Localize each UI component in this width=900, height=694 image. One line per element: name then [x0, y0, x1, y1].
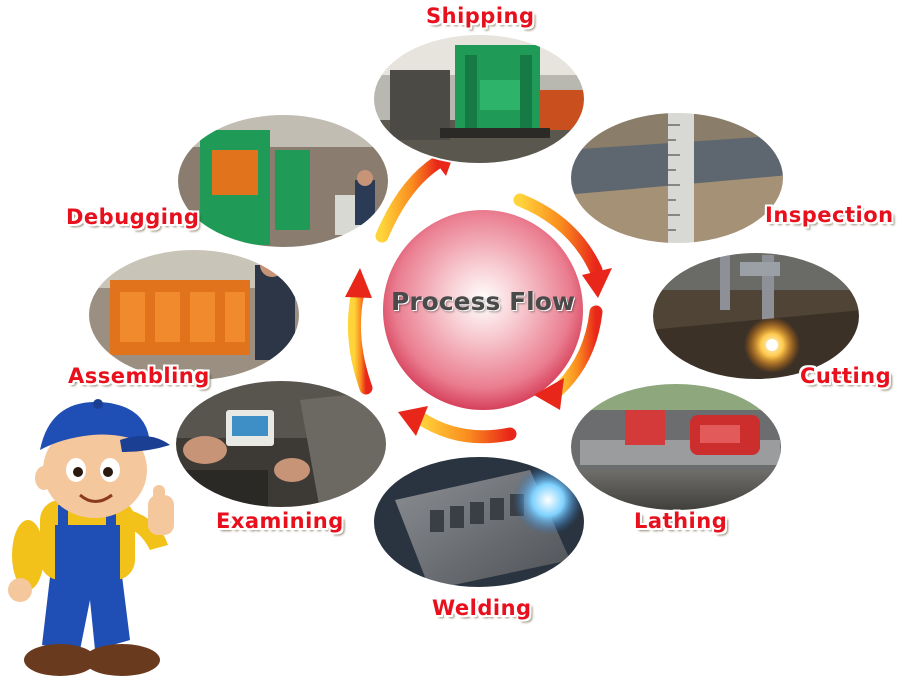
- step-label-debugging: Debugging: [66, 205, 200, 229]
- arrow-head-1: [582, 268, 612, 298]
- step-label-cutting: Cutting: [800, 364, 892, 388]
- photo-shipping: [373, 34, 585, 164]
- step-label-shipping: Shipping: [426, 4, 535, 28]
- arrow-head-4: [345, 268, 372, 298]
- arrow-welding-examining: [413, 411, 517, 444]
- photo-assembling: [88, 249, 300, 381]
- step-label-inspection: Inspection: [765, 203, 894, 227]
- step-label-welding: Welding: [432, 596, 532, 620]
- worker-thumbs-up-mascot: [8, 399, 174, 676]
- arrow-head-3: [398, 406, 428, 436]
- center-circle: [383, 210, 583, 410]
- step-label-assembling: Assembling: [68, 364, 210, 388]
- photo-lathing: [570, 383, 782, 511]
- arrow-debugging-shipping: [375, 155, 445, 243]
- photo-welding: [373, 456, 585, 588]
- diagram-title: Process Flow: [391, 287, 575, 316]
- step-label-lathing: Lathing: [634, 509, 728, 533]
- photo-inspection: [570, 112, 784, 244]
- step-label-examining: Examining: [216, 509, 344, 533]
- arrow-head-2: [534, 378, 564, 410]
- arrow-shipping-inspection: [513, 193, 603, 277]
- arrow-assembling-debugging: [347, 285, 373, 395]
